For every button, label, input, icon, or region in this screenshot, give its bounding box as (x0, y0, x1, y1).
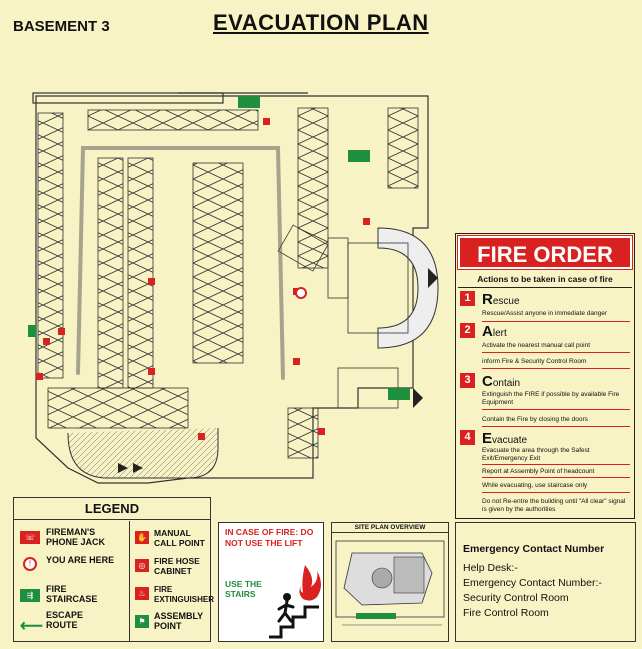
step-line: Evacuate the area through the Safest Exi… (482, 447, 590, 462)
legend-label-escape-route: ESCAPE ROUTE (46, 610, 84, 630)
legend-label-manual-call-point: MANUAL CALL POINT (154, 528, 205, 548)
escape-route-arrow-icon: ⟵ (20, 618, 43, 635)
step-word: escue (492, 296, 520, 307)
step-line: inform Fire & Security Control Room (482, 358, 587, 365)
you-are-here-icon: ! (23, 557, 37, 571)
legend-label-assembly-point: ASSEMBLY POINT (154, 611, 204, 631)
step-word: ontain (492, 378, 521, 389)
help-desk-line: Help Desk:- (463, 562, 518, 574)
step-letter: E (482, 430, 493, 447)
step-rule (482, 321, 630, 322)
fire-control-line: Fire Control Room (463, 607, 549, 619)
step-word: lert (492, 328, 507, 339)
step-line: Do not Re-entre the building until "All … (482, 498, 626, 513)
escape-route (76, 146, 285, 380)
step-number: 3 (460, 373, 475, 388)
legend-label-fire-staircase: FIRE STAIRCASE (46, 584, 98, 604)
parking-zone-ne (387, 107, 419, 189)
fire-staircase-icon: ⇶ (20, 589, 40, 602)
step-line: While evacuating, use staircase only (482, 482, 588, 489)
step-rule (482, 409, 630, 410)
fire-hose-cabinet-icon: ◎ (135, 559, 149, 572)
fire-extinguisher-icon: ♨ (135, 587, 149, 600)
parking-zone-east (297, 107, 329, 269)
step-number: 1 (460, 291, 475, 306)
you-are-here-icon (295, 287, 307, 299)
step-title: Contain (482, 373, 520, 390)
site-plan-box: SITE PLAN OVERVIEW (331, 522, 449, 642)
basement-label: BASEMENT 3 (13, 18, 110, 35)
case-of-fire-box: IN CASE OF FIRE: DO NOT USE THE LIFT USE… (218, 522, 324, 642)
step-rule (482, 426, 630, 427)
case-of-fire-text: IN CASE OF FIRE: DO NOT USE THE LIFT (225, 527, 314, 548)
step-rule (482, 368, 630, 369)
step-word: vacuate (492, 435, 528, 446)
step-letter: R (482, 291, 493, 308)
emergency-title: Emergency Contact Number (463, 543, 605, 555)
parking-zone-north (87, 109, 259, 131)
legend-label-fire-extinguisher: FIRE EXTINGUISHER (154, 585, 215, 604)
legend: LEGEND ☏ FIREMAN'S PHONE JACK ! YOU ARE … (13, 497, 215, 642)
security-control-line: Security Control Room (463, 592, 569, 604)
ramp (67, 428, 219, 479)
step-rule (482, 352, 630, 353)
step-letter: C (482, 373, 493, 390)
step-rule (482, 477, 630, 478)
step-line: Activate the nearest manual call point (482, 342, 591, 349)
parking-zone-b (127, 157, 154, 389)
fire-order-panel: FIRE ORDER Actions to be taken in case o… (455, 233, 635, 519)
core-rooms (277, 224, 409, 409)
step-title: Rescue (482, 291, 520, 308)
site-plan-map (335, 540, 445, 626)
legend-title: LEGEND (14, 498, 210, 520)
emergency-number-line: Emergency Contact Number:- (463, 577, 602, 589)
use-stairs-text: USE THE STAIRS (225, 579, 262, 599)
parking-zone-se (287, 407, 319, 459)
assembly-point-icon: ⚑ (135, 615, 149, 628)
fire-stairs-icon (269, 565, 321, 639)
parking-zone-west (37, 112, 64, 379)
step-title: Alert (482, 323, 507, 340)
emergency-contact-box: Emergency Contact Number Help Desk:- Eme… (455, 522, 636, 642)
fire-order-title: FIRE ORDER (457, 235, 633, 270)
step-title: Evacuate (482, 430, 527, 447)
floor-plan (28, 92, 439, 484)
step-line: Report at Assembly Point of headcount (482, 468, 595, 475)
step-line: Contain the Fire by closing the doors (482, 416, 588, 423)
manual-call-point-icon: ✋ (135, 531, 149, 544)
step-number: 4 (460, 430, 475, 445)
plan-title: EVACUATION PLAN (213, 10, 429, 35)
step-rule (482, 492, 630, 493)
core-ramp (377, 227, 439, 349)
phone-jack-icon: ☏ (20, 531, 40, 544)
escape-arrows (118, 268, 438, 473)
step-number: 2 (460, 323, 475, 338)
step-line: Rescue/Assist anyone in immediate danger (482, 310, 608, 317)
site-plan-title: SITE PLAN OVERVIEW (332, 523, 448, 533)
legend-label-you-are-here: YOU ARE HERE (46, 555, 115, 565)
step-rule (482, 464, 630, 465)
fire-staircase-icon (28, 96, 410, 400)
legend-divider (129, 521, 130, 641)
step-letter: A (482, 323, 493, 340)
parking-zone-a (97, 157, 124, 389)
fire-order-subtitle: Actions to be taken in case of fire (458, 271, 632, 288)
legend-label-phone-jack: FIREMAN'S PHONE JACK (46, 527, 106, 547)
step-line: Extinguish the FIRE if possible by avail… (482, 391, 620, 406)
parking-zone-c (192, 162, 244, 364)
parking-zone-south (47, 387, 189, 429)
legend-label-fire-hose-cabinet: FIRE HOSE CABINET (154, 556, 200, 576)
